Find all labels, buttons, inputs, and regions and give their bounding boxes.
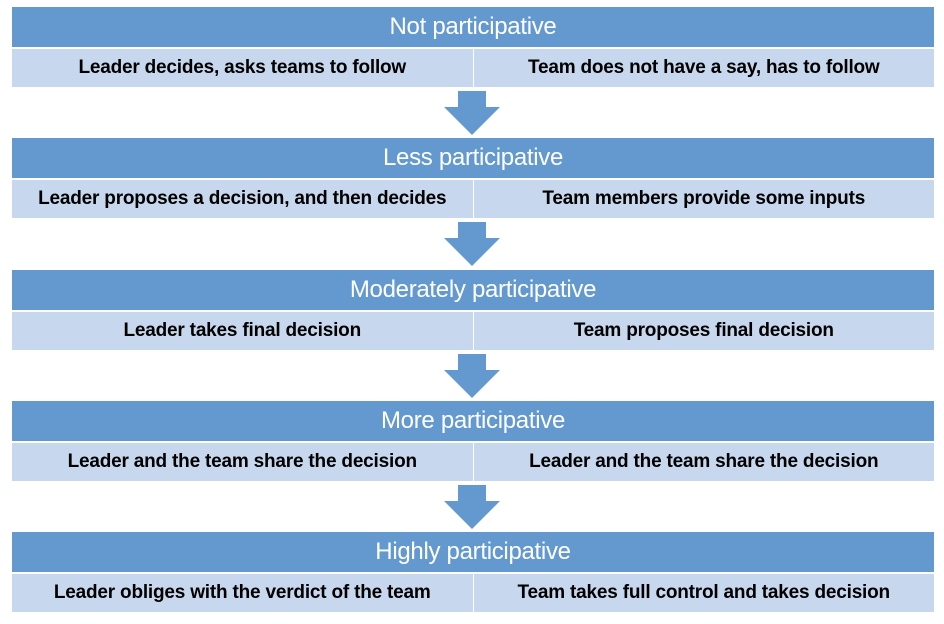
level-title: Highly participative [12,532,934,572]
down-arrow-icon [444,485,500,529]
level-less-participative: Less participative Leader proposes a dec… [12,138,934,218]
level-title: Not participative [12,7,934,47]
team-cell: Team takes full control and takes decisi… [473,574,934,612]
down-arrow-icon [444,91,500,135]
level-highly-participative: Highly participative Leader obliges with… [12,532,934,612]
leader-cell: Leader takes final decision [12,312,474,350]
team-cell: Team does not have a say, has to follow [473,49,934,87]
leader-cell: Leader obliges with the verdict of the t… [12,574,474,612]
level-row: Leader proposes a decision, and then dec… [12,178,934,218]
level-more-participative: More participative Leader and the team s… [12,401,934,481]
level-row: Leader and the team share the decision L… [12,441,934,481]
level-row: Leader takes final decision Team propose… [12,310,934,350]
down-arrow-icon [444,354,500,398]
leader-cell: Leader decides, asks teams to follow [12,49,474,87]
level-title: Moderately participative [12,270,934,310]
leader-cell: Leader and the team share the decision [12,443,474,481]
level-row: Leader obliges with the verdict of the t… [12,572,934,612]
level-title: Less participative [12,138,934,178]
team-cell: Leader and the team share the decision [473,443,934,481]
level-row: Leader decides, asks teams to follow Tea… [12,47,934,87]
team-cell: Team members provide some inputs [473,180,934,218]
team-cell: Team proposes final decision [473,312,934,350]
level-not-participative: Not participative Leader decides, asks t… [12,7,934,87]
level-title: More participative [12,401,934,441]
down-arrow-icon [444,222,500,266]
level-moderately-participative: Moderately participative Leader takes fi… [12,270,934,350]
leader-cell: Leader proposes a decision, and then dec… [12,180,474,218]
